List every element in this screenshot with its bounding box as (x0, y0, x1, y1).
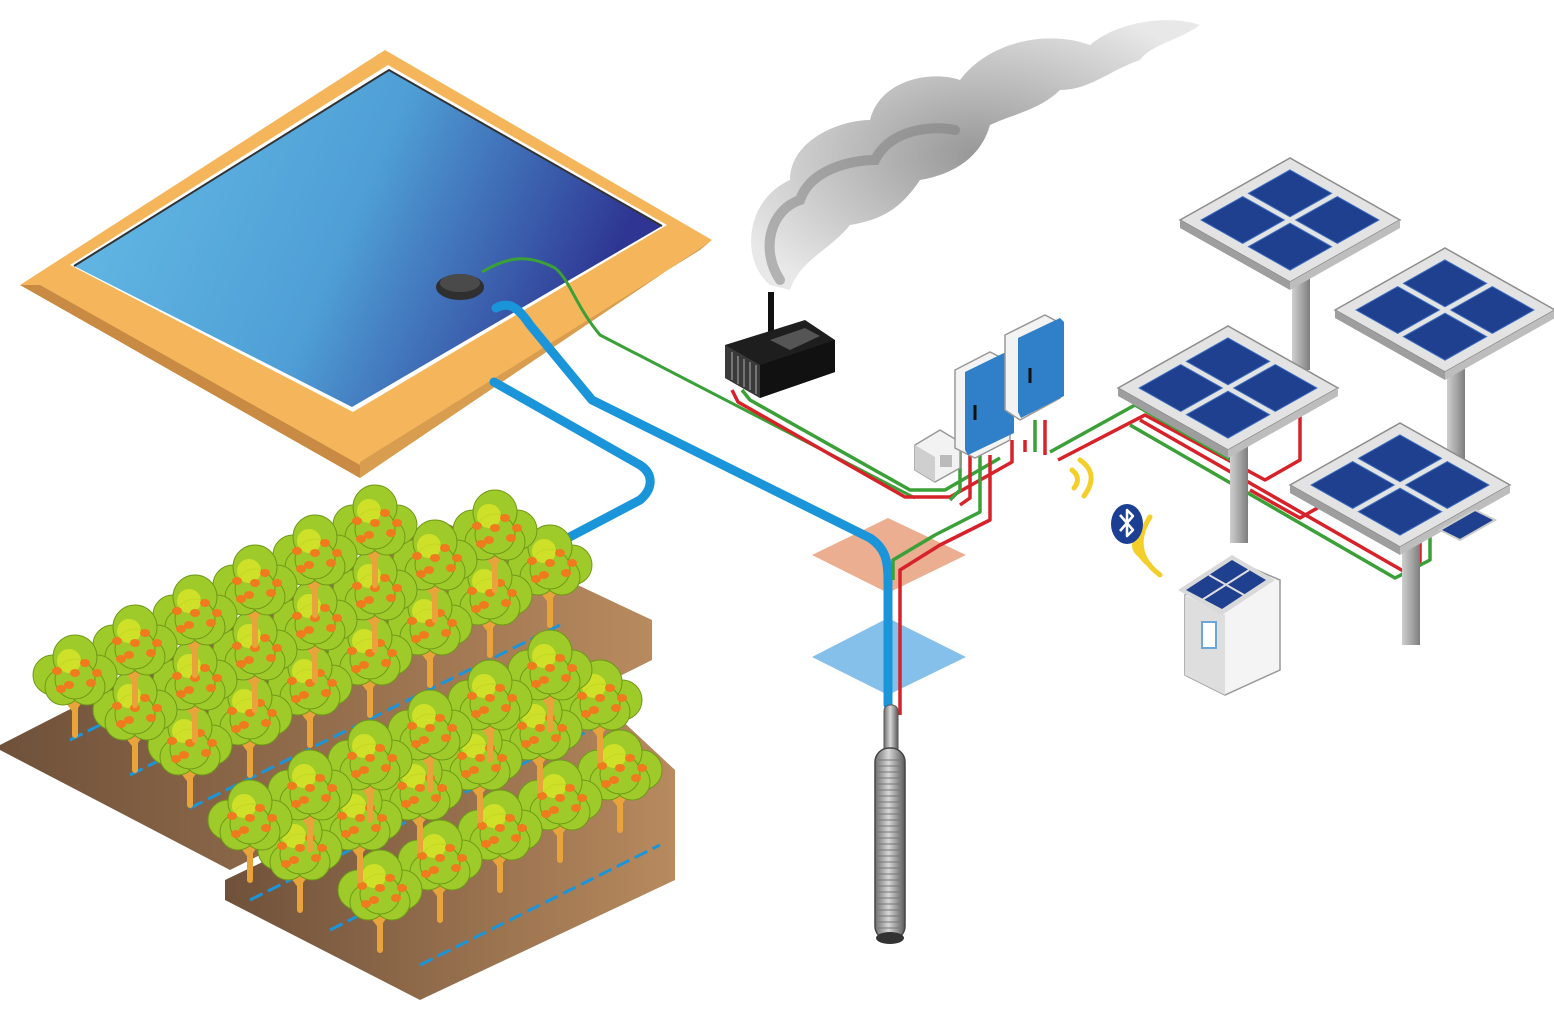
water-reservoir (20, 50, 712, 478)
remote-monitoring-unit (1178, 555, 1281, 696)
tree-icon (92, 669, 178, 773)
tree-icon (332, 484, 418, 588)
tree-icon (392, 519, 478, 623)
orchard-trees (32, 484, 663, 953)
float-switch-icon (436, 274, 484, 300)
submersible-pump-icon (874, 704, 906, 944)
tree-icon (207, 779, 293, 883)
tree-icon (272, 514, 358, 618)
solar-panel-icon (1333, 247, 1554, 470)
tree-icon (517, 759, 603, 863)
tree-icon (447, 659, 533, 763)
water-pipes (489, 300, 893, 710)
solar-panel-icon (1437, 508, 1498, 542)
tree-icon (267, 749, 353, 853)
solar-array (1116, 157, 1554, 645)
tree-icon (337, 849, 423, 953)
tree-icon (32, 634, 118, 738)
float-sensor-cable (481, 257, 916, 500)
tree-icon (457, 789, 543, 893)
tree-icon (147, 704, 233, 808)
tree-icon (212, 609, 298, 713)
tree-icon (272, 579, 358, 683)
tree-icon (207, 674, 293, 778)
tree-icon (557, 659, 643, 763)
tree-icon (152, 574, 238, 678)
tree-icon (92, 604, 178, 708)
tree-icon (507, 524, 593, 628)
wireless-signal-icon (1069, 457, 1163, 578)
generator-smoke (751, 20, 1200, 291)
solar-panel-icon (1178, 157, 1402, 370)
tree-icon (332, 549, 418, 653)
tree-icon (387, 689, 473, 793)
tree-icon (327, 719, 413, 823)
generator-icon (725, 292, 835, 398)
junction-box-icon (914, 429, 961, 483)
solar-panel-icon (1116, 325, 1340, 543)
tree-icon (327, 614, 413, 718)
bluetooth-icon (1111, 504, 1143, 544)
solar-panel-icon (1288, 422, 1512, 645)
tree-icon (387, 584, 473, 688)
controller-cabinet-icon (954, 314, 1064, 459)
